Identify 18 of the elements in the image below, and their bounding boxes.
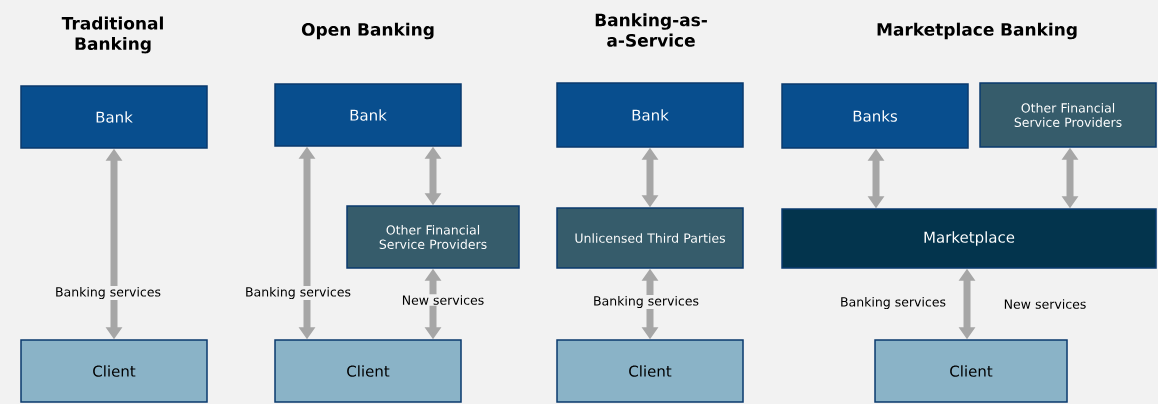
heading: Banking-as-a-Service — [595, 13, 707, 47]
process-box: Banks — [781, 83, 969, 149]
process-box: Other Financial Service Providers — [346, 205, 520, 269]
process-box: Bank — [556, 82, 744, 148]
client-box: Client — [20, 339, 208, 403]
process-box: Other Financial Service Providers — [979, 82, 1157, 148]
edge-label: New services — [400, 294, 486, 306]
process-box: Bank — [274, 83, 462, 147]
process-box: Bank — [20, 85, 208, 149]
heading: Traditional Banking — [61, 16, 163, 54]
heading: Marketplace Banking — [877, 22, 1077, 40]
process-box: Unlicensed Third Parties — [556, 207, 744, 269]
client-box: Client — [556, 339, 744, 403]
client-box: Client — [274, 339, 462, 403]
text-label: New services — [1004, 299, 1086, 309]
heading: Open Banking — [301, 22, 434, 40]
client-box: Client — [874, 339, 1068, 403]
process-box: Marketplace — [781, 208, 1157, 269]
